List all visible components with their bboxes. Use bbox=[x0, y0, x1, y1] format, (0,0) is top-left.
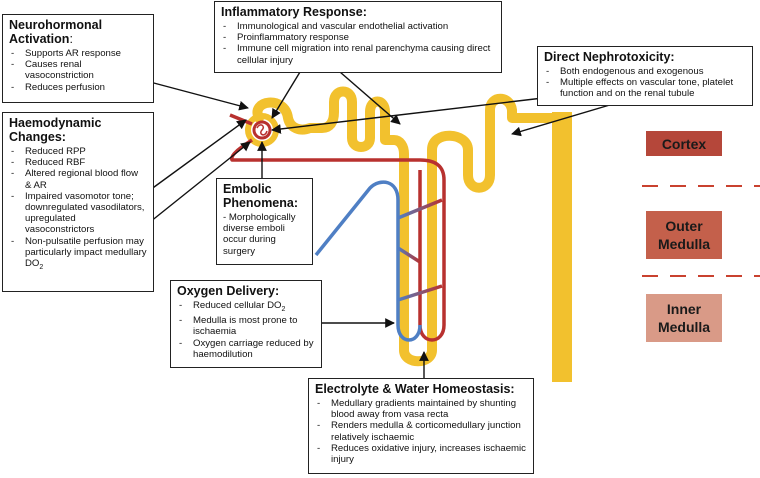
embolic-box: Embolic Phenomena: - Morphologically div… bbox=[216, 178, 313, 265]
list-item: Renders medulla & corticomedullary junct… bbox=[317, 420, 527, 442]
zone-inner-medulla-label-2: Medulla bbox=[657, 319, 711, 335]
haemodynamic-box: Haemodynamic Changes: Reduced RPP Reduce… bbox=[2, 112, 154, 292]
renal-tubule bbox=[252, 86, 557, 367]
list-item: Both endogenous and exogenous bbox=[546, 66, 746, 77]
inflammatory-title: Inflammatory Response: bbox=[221, 5, 367, 19]
zone-outer-medulla: Outer Medulla bbox=[646, 211, 722, 259]
zone-inner-medulla: Inner Medulla bbox=[646, 294, 722, 342]
oxygen-list: Reduced cellular DO2 Medulla is most pro… bbox=[177, 300, 315, 360]
electrolyte-title: Electrolyte & Water Homeostasis: bbox=[315, 382, 515, 396]
list-item: Reduced RBF bbox=[11, 157, 147, 168]
list-item: Oxygen carriage reduced by haemodilution bbox=[179, 338, 315, 360]
list-item: Proinflammatory response bbox=[223, 32, 495, 43]
vasa-recta-link-1 bbox=[397, 198, 443, 220]
list-item: Immune cell migration into renal parench… bbox=[223, 43, 495, 65]
oxygen-title: Oxygen Delivery: bbox=[177, 284, 280, 298]
arrow-inflammatory-2 bbox=[339, 71, 401, 125]
vasa-recta-vein bbox=[314, 180, 422, 342]
electrolyte-box: Electrolyte & Water Homeostasis: Medulla… bbox=[308, 378, 534, 474]
list-item: Reduced RPP bbox=[11, 146, 147, 157]
nephrotoxicity-box: Direct Nephrotoxicity: Both endogenous a… bbox=[537, 46, 753, 106]
arrow-neurohormonal bbox=[149, 81, 249, 111]
list-item: Medulla is most prone to ischaemia bbox=[179, 315, 315, 337]
zone-cortex-label: Cortex bbox=[661, 135, 707, 152]
vasa-recta-link-3 bbox=[397, 284, 443, 302]
haemodynamic-list: Reduced RPP Reduced RBF Altered regional… bbox=[9, 146, 147, 273]
zone-outer-medulla-label-2: Medulla bbox=[657, 236, 711, 252]
list-item: Reduced cellular DO2 bbox=[179, 300, 315, 315]
zone-inner-medulla-label-1: Inner bbox=[666, 301, 702, 317]
arrow-haemodynamic-2 bbox=[149, 141, 251, 223]
list-item: Altered regional blood flow & AR bbox=[11, 168, 147, 190]
inflammatory-list: Immunological and vascular endothelial a… bbox=[221, 21, 495, 66]
zone-outer-medulla-label-1: Outer bbox=[665, 218, 703, 234]
list-item: Immunological and vascular endothelial a… bbox=[223, 21, 495, 32]
neurohormonal-box: Neurohormonal Activation: Supports AR re… bbox=[2, 14, 154, 103]
oxygen-box: Oxygen Delivery: Reduced cellular DO2 Me… bbox=[170, 280, 322, 368]
list-item: Non-pulsatile perfusion may particularly… bbox=[11, 236, 147, 274]
list-item: Causes renal vasoconstriction bbox=[11, 59, 147, 81]
arrow-haemodynamic-1 bbox=[149, 119, 247, 191]
list-item: Multiple effects on vascular tone, plate… bbox=[546, 77, 746, 99]
nephrotoxicity-title: Direct Nephrotoxicity: bbox=[544, 50, 675, 64]
arrow-nephrotoxicity-1 bbox=[271, 95, 561, 134]
vasa-recta-link-2 bbox=[397, 246, 421, 264]
embolic-title: Embolic Phenomena: bbox=[223, 182, 299, 210]
list-item: Reduces oxidative injury, increases isch… bbox=[317, 443, 527, 465]
electrolyte-list: Medullary gradients maintained by shunti… bbox=[315, 398, 527, 465]
collecting-duct bbox=[552, 112, 572, 382]
nephrotoxicity-list: Both endogenous and exogenous Multiple e… bbox=[544, 66, 746, 100]
list-item: Supports AR response bbox=[11, 48, 147, 59]
embolic-text: - Morphologically diverse emboli occur d… bbox=[223, 212, 296, 257]
list-item: Reduces perfusion bbox=[11, 82, 147, 93]
peritubular-arteriole bbox=[230, 138, 446, 342]
inflammatory-box: Inflammatory Response: Immunological and… bbox=[214, 1, 502, 73]
arrow-inflammatory-1 bbox=[271, 71, 301, 119]
zone-cortex: Cortex bbox=[646, 131, 722, 156]
list-item: Impaired vasomotor tone; downregulated v… bbox=[11, 191, 147, 236]
haemodynamic-title: Haemodynamic Changes: bbox=[9, 116, 102, 144]
list-item: Medullary gradients maintained by shunti… bbox=[317, 398, 527, 420]
neurohormonal-list: Supports AR response Causes renal vasoco… bbox=[9, 48, 147, 93]
neurohormonal-title: Neurohormonal Activation: bbox=[9, 18, 103, 46]
